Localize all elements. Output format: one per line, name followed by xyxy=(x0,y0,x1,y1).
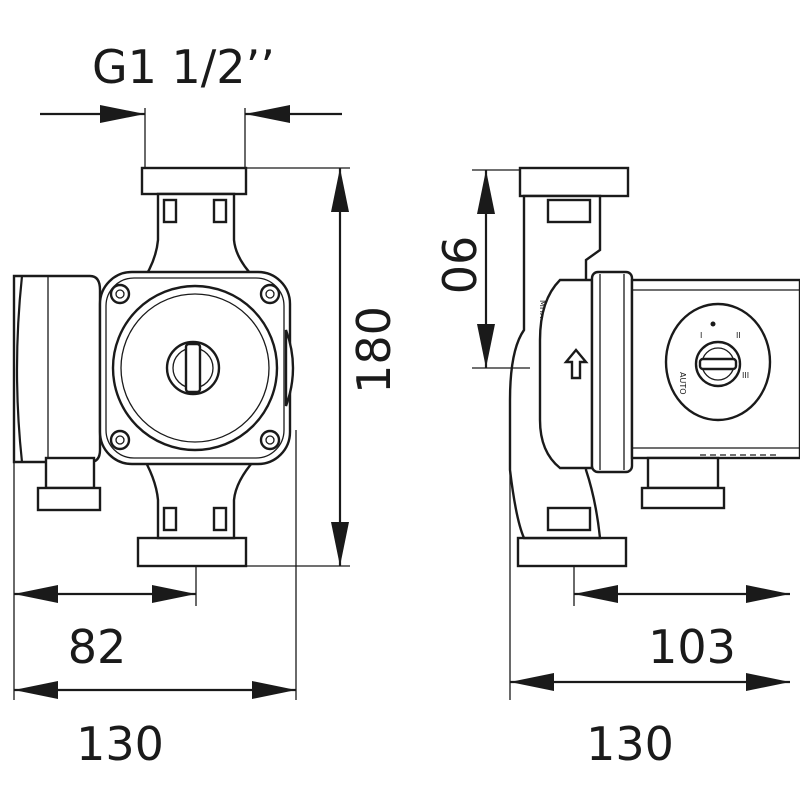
dim-130-front-label: 130 xyxy=(76,717,164,771)
front-right-lug xyxy=(284,329,295,407)
dim-90-label: 90 xyxy=(431,236,485,295)
dim-103-arrow-left xyxy=(574,585,618,603)
side-dimensions: 90 103 130 xyxy=(431,169,790,771)
front-upper-bolt-left xyxy=(162,198,178,224)
front-motor-housing xyxy=(12,274,102,464)
side-terminal-plug xyxy=(640,486,726,510)
dim-82-arrow-right xyxy=(152,585,196,603)
side-view: MHX AUTO I II III xyxy=(508,166,800,568)
front-motor-face-ring xyxy=(120,293,270,443)
dim-103-label: 103 xyxy=(648,620,736,674)
dim-180-arrow-bottom xyxy=(331,522,349,566)
side-terminal-box xyxy=(646,456,720,490)
side-bottom-flange xyxy=(516,536,628,568)
dim-130-front-arrow-left xyxy=(14,681,58,699)
side-upper-port xyxy=(546,198,592,224)
front-lower-bolt-right xyxy=(212,506,228,532)
dim-90-arrow-bottom xyxy=(477,324,495,368)
side-volute xyxy=(538,278,594,470)
front-view xyxy=(12,166,295,568)
front-motor-housing-edge xyxy=(15,275,24,463)
dim-82-arrow-left xyxy=(14,585,58,603)
dim-130-side-label: 130 xyxy=(586,717,674,771)
speed-mark-1: I xyxy=(700,331,702,340)
speed-mark-2: II xyxy=(736,331,741,340)
mode-auto-label: AUTO xyxy=(678,372,687,395)
front-bolt-tr xyxy=(259,283,281,305)
front-bolt-br xyxy=(259,429,281,451)
dim-thread-label: G1 1/2’’ xyxy=(92,40,275,94)
dim-82-label: 82 xyxy=(68,620,127,674)
side-flow-arrow xyxy=(563,348,589,380)
dim-180-arrow-top xyxy=(331,168,349,212)
front-center-slot xyxy=(184,342,202,394)
front-bolt-bl xyxy=(109,429,131,451)
front-upper-bolt-right xyxy=(212,198,228,224)
front-dimensions: G1 1/2’’ 180 82 130 xyxy=(13,40,401,771)
front-bolt-tl xyxy=(109,283,131,305)
dim-thread-arrow-left xyxy=(100,105,145,123)
side-top-flange xyxy=(518,166,630,198)
dim-thread-arrow-right xyxy=(245,105,290,123)
dim-130-side-arrow-right xyxy=(746,673,790,691)
speed-mark-dot xyxy=(710,321,716,327)
dim-130-front-arrow-right xyxy=(252,681,296,699)
front-lower-bolt-left xyxy=(162,506,178,532)
side-motor-flange xyxy=(590,270,634,474)
front-terminal-box xyxy=(44,456,96,490)
dim-103-arrow-right xyxy=(746,585,790,603)
front-bottom-flange xyxy=(136,536,248,568)
dim-130-side-arrow-left xyxy=(510,673,554,691)
front-terminal-plug xyxy=(36,486,102,512)
side-lower-port xyxy=(546,506,592,532)
front-top-flange xyxy=(140,166,248,196)
speed-mark-3: III xyxy=(742,371,749,380)
dim-90-arrow-top xyxy=(477,170,495,214)
speed-selector-slot xyxy=(698,357,738,371)
dim-180-label: 180 xyxy=(347,306,401,394)
front-pump-housing-inner xyxy=(105,277,285,459)
